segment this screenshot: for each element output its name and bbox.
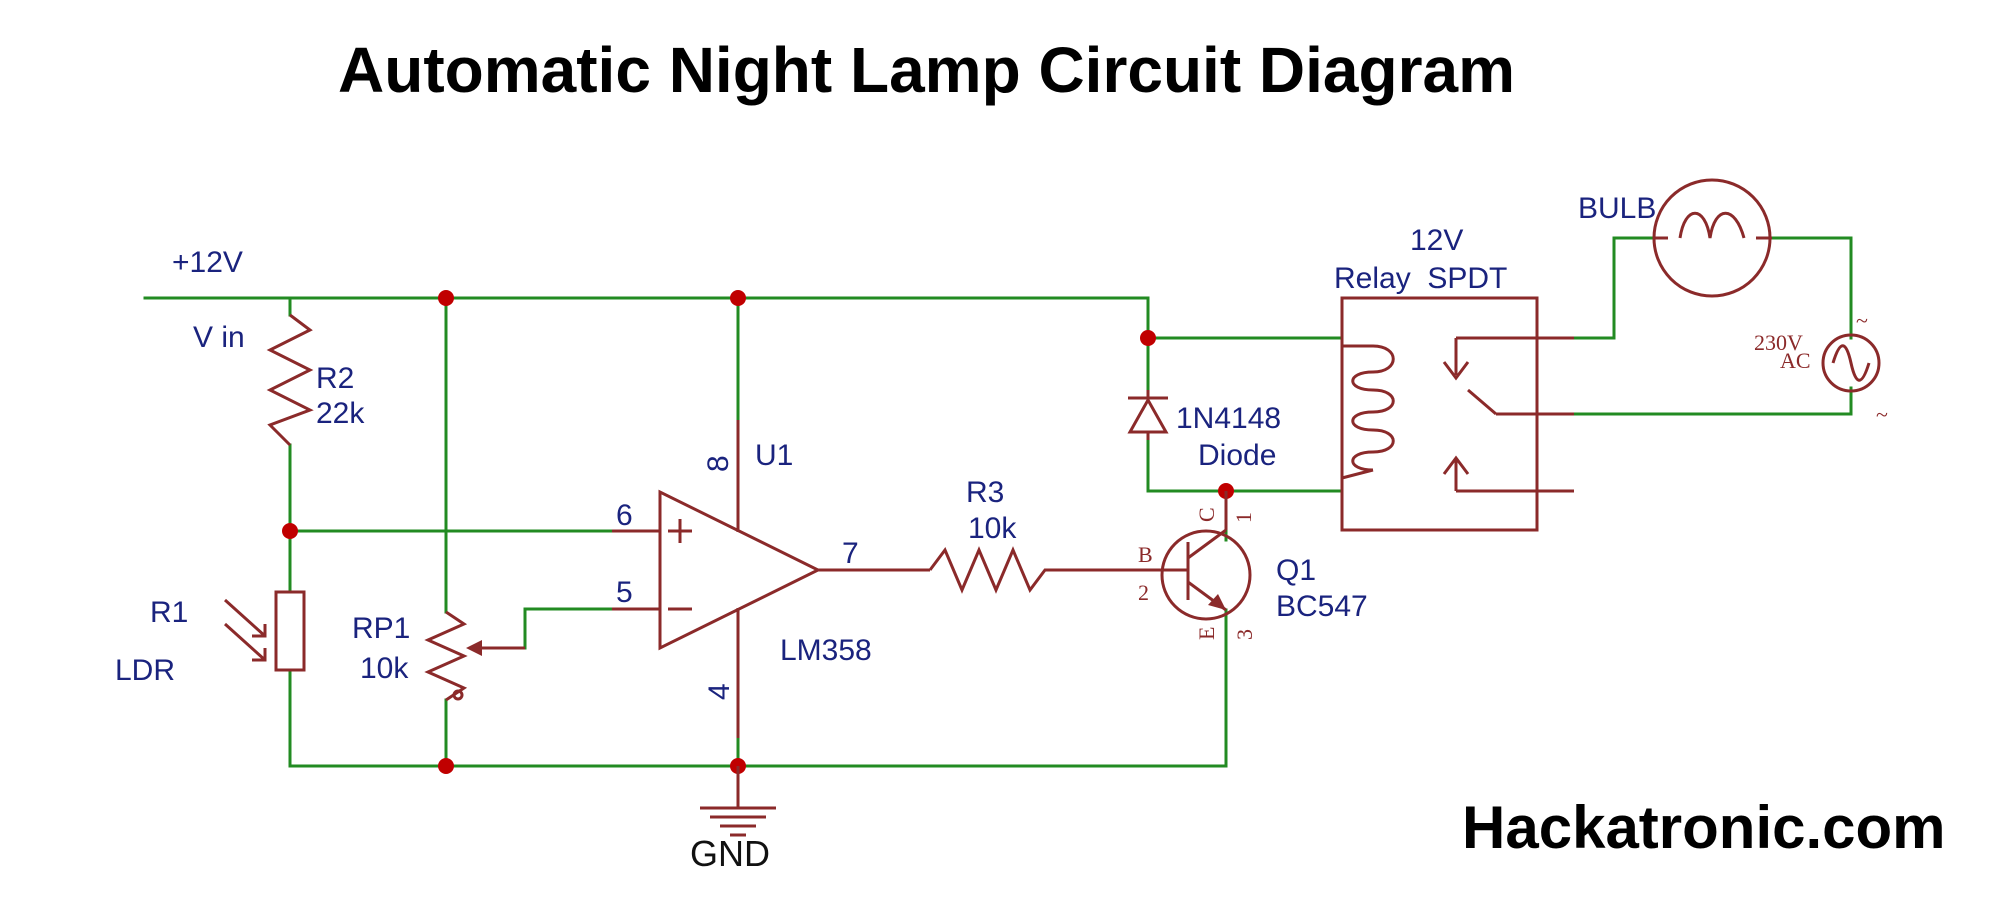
ac-label: AC [1780,348,1811,373]
vin-label: V in [193,321,245,354]
ac-voltage: 230V [1754,330,1803,355]
wiper-to-pin5-wire [523,607,614,650]
ac-tilde-bottom: ~ [1876,402,1888,427]
relay-spdt [1340,296,1574,532]
diode-1n4148 [1127,390,1169,440]
pin8-label: 8 [702,455,735,472]
q1-emitter-pin: 3 [1232,629,1257,640]
diagram-title: Automatic Night Lamp Circuit Diagram [338,34,1515,106]
potentiometer-rp1 [424,610,525,702]
bulb-label: BULB [1578,192,1656,225]
junction-dot [1140,330,1156,346]
relay-type: Relay SPDT [1334,262,1507,295]
opamp-u1 [612,420,930,738]
q1-base-pin: 2 [1138,580,1149,605]
diode-part: 1N4148 [1176,402,1281,435]
supply-label: +12V [172,246,243,279]
pin7-label: 7 [842,537,859,570]
pin4-label: 4 [703,683,736,700]
q1-part: BC547 [1276,590,1368,623]
q1-collector-letter: C [1194,507,1219,522]
q1-name: Q1 [1276,554,1316,587]
u1-name: U1 [755,439,793,472]
q1-emitter-letter: E [1194,627,1219,640]
junction-dot [438,758,454,774]
junction-dot [282,523,298,539]
relay-voltage: 12V [1410,224,1463,257]
r2-name: R2 [316,362,354,395]
ac-tilde-top: ~ [1856,308,1868,333]
relay-coil [1351,344,1395,472]
r1-name: R1 [150,596,188,629]
transistor-q1 [1120,491,1252,621]
coil-bottom-wire [1146,476,1344,493]
u1-part: LM358 [780,634,872,667]
r2-value: 22k [316,397,365,430]
junction-dot [438,290,454,306]
q1-base-letter: B [1138,542,1153,567]
diode-to-coil-top-wire [1146,336,1344,390]
site-watermark: Hackatronic.com [1462,794,1946,861]
ldr-r1 [223,590,306,672]
rp1-name: RP1 [352,612,410,645]
r3-resistor [928,546,1120,594]
ground-icon [700,766,776,837]
junction-dot [730,290,746,306]
q1-collector-pin: 1 [1231,512,1256,523]
ac-to-relay-wire [1572,386,1853,416]
ground-label: GND [690,833,770,874]
diode-type: Diode [1198,439,1276,472]
bulb-icon [1652,178,1772,298]
r3-value: 10k [968,512,1017,545]
r1-type: LDR [115,654,175,687]
pin6-label: 6 [616,499,633,532]
r3-name: R3 [966,476,1004,509]
ac-source-icon [1821,333,1881,393]
relay-to-bulb-wire [1572,236,1655,340]
pin5-label: 5 [616,576,633,609]
rp1-value: 10k [360,652,409,685]
bulb-to-ac-wire [1770,236,1853,340]
r2-resistor [266,313,314,447]
